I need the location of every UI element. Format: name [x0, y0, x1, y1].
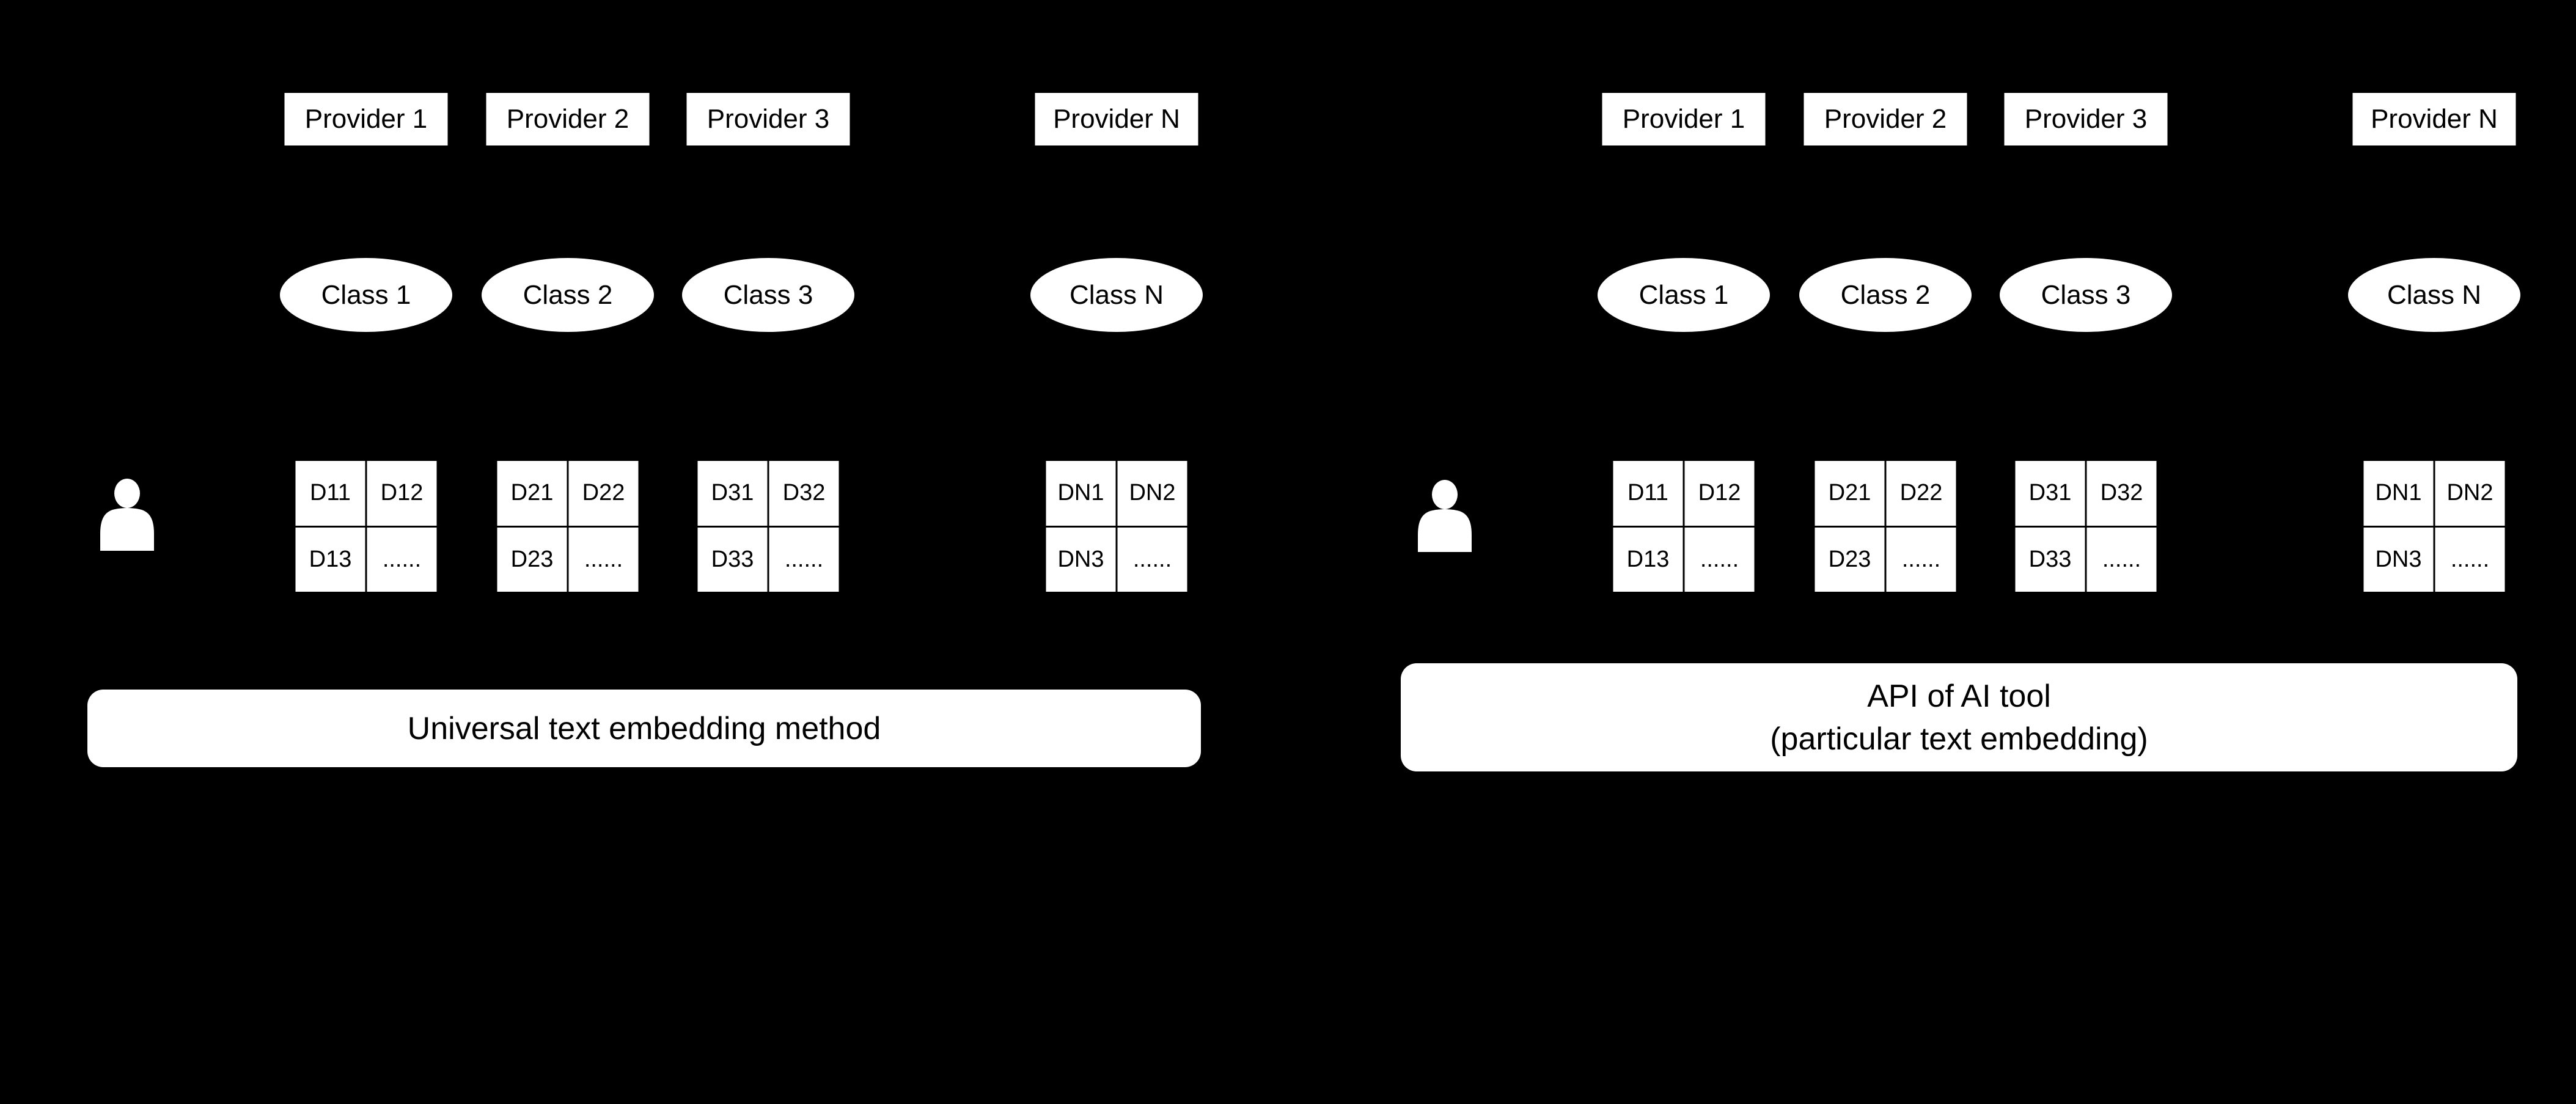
universal-method-label: Universal text embedding method	[407, 710, 881, 746]
table-cell: D13	[295, 527, 365, 592]
person-icon	[100, 479, 154, 551]
table-cell: DN2	[1117, 461, 1187, 526]
table-cell: D32	[2086, 461, 2157, 526]
person-icon	[1418, 480, 1472, 552]
class-ellipse: Class 1	[1598, 258, 1770, 332]
table-cell: D32	[769, 461, 839, 526]
table-cell: D23	[1815, 527, 1885, 592]
dataset-table: D11 D12 D13 ......	[1613, 461, 1755, 592]
dataset-table: D21 D22 D23 ......	[497, 461, 639, 592]
table-cell: ......	[2435, 527, 2505, 592]
class-ellipse: Class 2	[482, 258, 654, 332]
provider-box: Provider N	[2352, 93, 2516, 145]
dataset-table: D31 D32 D33 ......	[697, 461, 839, 592]
table-cell: D22	[568, 461, 639, 526]
table-cell: D21	[1815, 461, 1885, 526]
table-cell: D12	[1684, 461, 1755, 526]
class-ellipse: Class 3	[682, 258, 854, 332]
table-cell: D13	[1613, 527, 1683, 592]
table-cell: D11	[1613, 461, 1683, 526]
table-cell: DN1	[2363, 461, 2434, 526]
provider-box: Provider 2	[486, 93, 650, 145]
provider-box: Provider N	[1035, 93, 1198, 145]
panel-api-tool: Provider 1 Class 1 D11 D12 D13 ...... Pr…	[1318, 0, 2576, 1104]
table-cell: D33	[2015, 527, 2085, 592]
table-cell: D12	[367, 461, 437, 526]
table-cell: D31	[2015, 461, 2085, 526]
dataset-table: DN1 DN2 DN3 ......	[2363, 461, 2505, 592]
provider-box: Provider 2	[1804, 93, 1967, 145]
table-cell: D23	[497, 527, 567, 592]
table-cell: DN3	[1046, 527, 1116, 592]
class-ellipse: Class 1	[280, 258, 452, 332]
api-tool-box: API of AI tool (particular text embeddin…	[1401, 663, 2517, 771]
provider-box: Provider 3	[686, 93, 850, 145]
table-cell: ......	[2086, 527, 2157, 592]
table-cell: ......	[1684, 527, 1755, 592]
table-cell: D22	[1886, 461, 1956, 526]
class-ellipse: Class N	[1030, 258, 1203, 332]
table-cell: ......	[568, 527, 639, 592]
api-tool-label-line2: (particular text embedding)	[1770, 721, 2148, 757]
provider-box: Provider 1	[284, 93, 448, 145]
dataset-table: D11 D12 D13 ......	[295, 461, 437, 592]
dataset-table: D21 D22 D23 ......	[1815, 461, 1956, 592]
table-cell: D33	[697, 527, 768, 592]
table-cell: DN1	[1046, 461, 1116, 526]
provider-box: Provider 3	[2004, 93, 2168, 145]
table-cell: D21	[497, 461, 567, 526]
dataset-table: DN1 DN2 DN3 ......	[1046, 461, 1187, 592]
class-ellipse: Class 2	[1799, 258, 1972, 332]
class-ellipse: Class 3	[2000, 258, 2172, 332]
table-cell: ......	[367, 527, 437, 592]
table-cell: ......	[769, 527, 839, 592]
api-tool-label-line1: API of AI tool	[1867, 678, 2051, 714]
table-cell: ......	[1117, 527, 1187, 592]
dataset-table: D31 D32 D33 ......	[2015, 461, 2157, 592]
panel-universal-method: Provider 1 Class 1 D11 D12 D13 ...... Pr…	[87, 93, 1203, 767]
table-cell: DN2	[2435, 461, 2505, 526]
provider-box: Provider 1	[1602, 93, 1766, 145]
class-ellipse: Class N	[2348, 258, 2520, 332]
table-cell: D11	[295, 461, 365, 526]
table-cell: ......	[1886, 527, 1956, 592]
table-cell: D31	[697, 461, 768, 526]
table-cell: DN3	[2363, 527, 2434, 592]
universal-method-box: Universal text embedding method	[87, 690, 1201, 767]
